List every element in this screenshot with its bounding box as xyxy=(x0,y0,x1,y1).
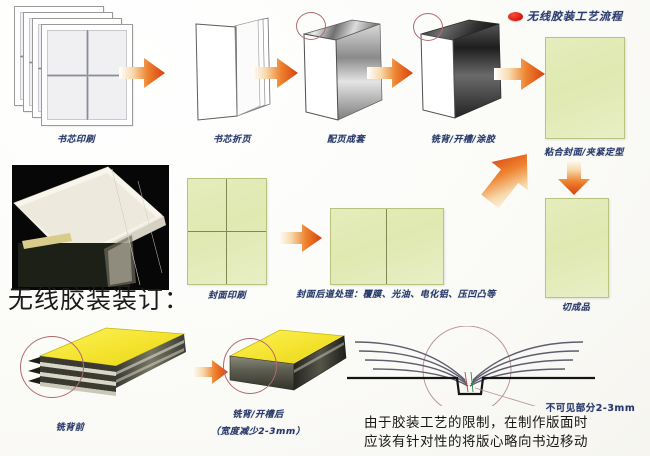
bottom-note-line2: 应该有针对性的将版心略向书边移动 xyxy=(364,434,588,450)
bound-book-photo xyxy=(12,165,169,290)
section-heading: 无线胶装装订： xyxy=(8,285,191,314)
arrow-down-1 xyxy=(556,157,592,197)
caption-step-folding: 书芯折页 xyxy=(212,135,251,145)
bullet-icon xyxy=(508,11,523,21)
sheet-front xyxy=(41,24,133,126)
arrow-right-4 xyxy=(492,56,547,92)
caption-finished-product: 切成品 xyxy=(561,303,591,313)
spine-marker-circle-before xyxy=(296,12,326,40)
caption-cover-printing: 封面印刷 xyxy=(207,291,246,301)
caption-after-milling: 铣背/开槽后 xyxy=(232,410,284,420)
arrow-right-6 xyxy=(190,358,230,386)
arrow-right-1 xyxy=(117,56,167,90)
sheet-panel xyxy=(47,30,87,75)
cover-fold-horizontal xyxy=(188,231,266,232)
bottom-note-line1: 由于胶装工艺的限制，在制作版面时 xyxy=(364,415,588,431)
sheet-panels xyxy=(47,30,127,120)
caption-cover-postprocess: 封面后道处理：覆膜、光油、电化铝、压凹凸等 xyxy=(296,290,496,300)
step-finished-product xyxy=(545,198,609,298)
caption-step-gathering: 配页成套 xyxy=(326,135,365,145)
caption-step-printing: 书芯印刷 xyxy=(56,135,95,145)
step-cover-postprocess xyxy=(330,208,444,285)
spread-fold-vertical xyxy=(386,209,387,284)
marker-circle-before-milling xyxy=(20,336,84,398)
callout-invisible-area: 不可见部分2-3mm xyxy=(545,403,636,414)
open-book-cross-section xyxy=(345,325,640,415)
poster-title-text: 无线胶装工艺流程 xyxy=(527,10,623,23)
arrow-right-5 xyxy=(276,222,324,254)
step-milled-spine-book xyxy=(413,12,513,126)
marker-circle-after-milling xyxy=(223,338,277,394)
arrow-diagonal-up xyxy=(476,140,542,214)
caption-before-milling: 铣背前 xyxy=(55,423,85,433)
arrow-right-3 xyxy=(365,56,415,90)
step-gathered-book xyxy=(296,12,396,126)
caption-step-milling: 铣背/开槽/涂胶 xyxy=(430,135,496,145)
caption-after-milling-sub: （宽度减少2-3mm） xyxy=(210,427,306,437)
step-printing-sheets xyxy=(14,6,134,126)
step-bonded-cover-book xyxy=(545,37,625,139)
sheet-panel xyxy=(87,75,127,120)
arrow-right-2 xyxy=(250,56,300,90)
poster-title: 无线胶装工艺流程 xyxy=(508,8,623,24)
step-cover-printing xyxy=(187,178,267,285)
caption-step-bonding: 粘合封面/夹紧定型 xyxy=(544,148,624,158)
spine-marker-circle-after xyxy=(413,13,443,41)
sheet-panel xyxy=(47,75,87,120)
